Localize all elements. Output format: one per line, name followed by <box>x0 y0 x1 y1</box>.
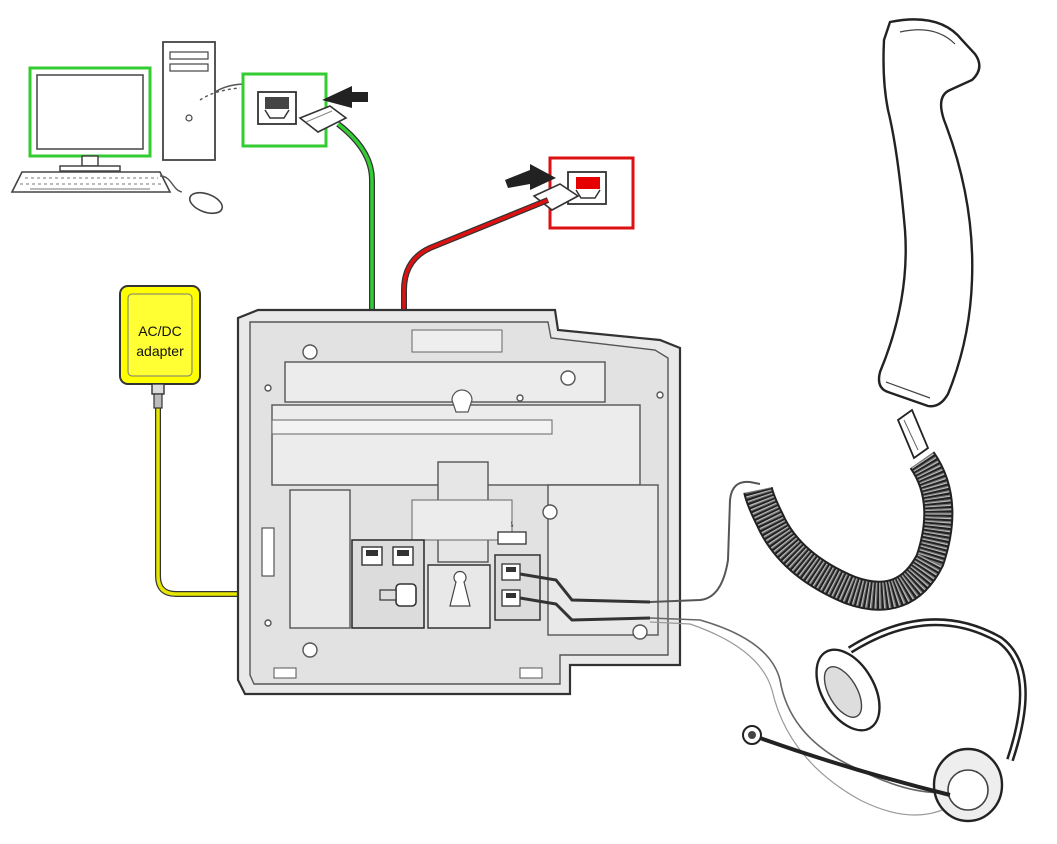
rj45-jack-icon <box>361 546 383 566</box>
coiled-cord-icon <box>743 451 954 611</box>
headset-icon <box>742 618 1027 823</box>
tower-icon <box>162 41 247 161</box>
rj45-jack-icon <box>257 91 297 125</box>
ac-dc-adapter: AC/DC adapter <box>119 285 201 409</box>
mouse-icon <box>159 175 224 215</box>
adapter-label-line2: adapter <box>136 343 184 359</box>
rj9-plug-icon <box>896 408 930 460</box>
pc-port-box <box>241 72 348 148</box>
power-cable <box>155 405 396 597</box>
keyboard-icon <box>10 171 172 193</box>
svg-text:⭏: ⭏ <box>510 519 514 530</box>
lan-port-box <box>532 156 635 230</box>
rj45-plug-icon <box>298 105 348 133</box>
rj9-jack-icon <box>501 589 521 607</box>
adapter-label-line1: AC/DC <box>138 323 182 339</box>
computer-icon <box>10 41 368 215</box>
rj9-jack-icon <box>501 563 521 581</box>
arrow-icon <box>322 86 368 108</box>
pc-cable <box>336 121 375 548</box>
handset-icon <box>877 18 981 460</box>
handset-headset-cables <box>519 480 961 816</box>
monitor-icon <box>28 66 152 172</box>
usb-port-icon: ⭏ <box>497 519 527 545</box>
lan-cable <box>401 197 550 548</box>
power-plug-icon <box>379 583 417 607</box>
rj45-jack-icon <box>392 546 414 566</box>
phone-base-icon: ⭏ <box>236 308 682 696</box>
rj45-jack-icon <box>567 171 607 205</box>
arrow-icon <box>505 164 556 190</box>
